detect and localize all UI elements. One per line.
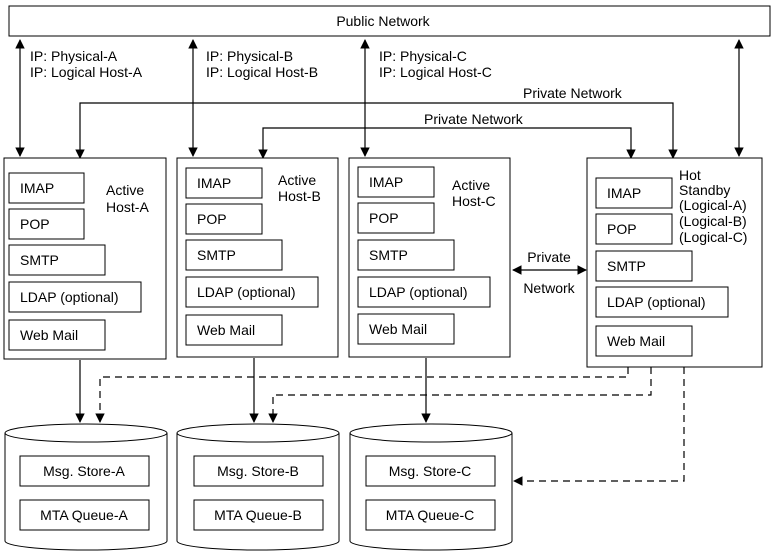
host-b-ldap [185,276,319,308]
standby-link-store-b [268,367,652,423]
host-a-title-1: Active [106,182,144,198]
standby-smtp [595,250,693,282]
ip-logical-b: IP: Logical Host-B [206,64,318,80]
store-a-msg-store [19,455,150,487]
store-c-msg-store-label: Msg. Store-C [389,463,471,479]
store-b-mta-queue [193,499,324,531]
store-a-mta-queue [19,499,150,531]
store-c-mta-queue-label: MTA Queue-C [386,507,474,523]
host-c-webmail-label: Web Mail [369,321,427,337]
standby-pop-label: POP [607,221,637,237]
standby-link-store-a [95,367,629,423]
host-b-webmail-label: Web Mail [197,322,255,338]
host-a-ldap [8,281,142,313]
private-network-outer [75,102,678,159]
host-c-smtp [357,239,455,271]
host-a-smtp [8,244,106,276]
host-c-imap [357,166,435,198]
host-c-imap-label: IMAP [369,174,403,190]
standby-link-store-c [513,367,685,486]
host-b-smtp [185,239,283,271]
host-a-ldap-label: LDAP (optional) [20,289,119,305]
public-network-label: Public Network [336,13,430,29]
standby-imap-label: IMAP [607,185,641,201]
host-a-webmail [8,319,106,351]
host-c-title-2: Host-C [452,193,496,209]
host-b-title-2: Host-B [278,188,321,204]
ip-physical-b: IP: Physical-B [206,48,293,64]
private-network-inner [258,127,636,159]
host-b-title-1: Active [278,172,316,188]
host-b-smtp-label: SMTP [197,247,236,263]
standby-imap [595,177,673,209]
host-c-pop [357,202,435,234]
store-c-mta-queue [365,499,496,531]
host-c-webmail [357,313,455,345]
host-c-ldap [357,276,491,308]
standby-line-1: Hot [679,167,701,183]
host-b-webmail [185,314,283,346]
standby-line-3: (Logical-A) [679,197,747,213]
host-b-pop [185,203,263,235]
host-a-title-2: Host-A [106,199,149,215]
store-c-cylinder [349,423,513,551]
store-b-cylinder [176,423,340,551]
host-a-imap-label: IMAP [20,180,54,196]
host-c-ldap-label: LDAP (optional) [369,284,468,300]
private-side-label-2: Network [523,280,575,296]
standby-webmail-label: Web Mail [607,333,665,349]
standby-webmail [595,325,693,357]
host-b-ldap-label: LDAP (optional) [197,284,296,300]
host-a-pop-label: POP [20,216,50,232]
store-b-msg-store [193,455,324,487]
store-b-mta-queue-label: MTA Queue-B [214,507,302,523]
host-a-smtp-label: SMTP [20,252,59,268]
host-b-imap-label: IMAP [197,175,231,191]
public-network-box [8,5,771,37]
store-a-mta-queue-label: MTA Queue-A [40,507,128,523]
standby-ldap-label: LDAP (optional) [607,294,706,310]
standby-line-2: Standby [679,182,730,198]
standby-smtp-label: SMTP [607,258,646,274]
standby-line-4: (Logical-B) [679,213,747,229]
host-c-smtp-label: SMTP [369,247,408,263]
ip-logical-a: IP: Logical Host-A [30,64,143,80]
store-a-cylinder [4,423,168,551]
private-side-label-1: Private [527,249,571,265]
standby-pop [595,213,673,245]
host-a-webmail-label: Web Mail [20,327,78,343]
host-c-title-1: Active [452,177,490,193]
host-a-pop [8,208,85,240]
private-network-label-inner: Private Network [424,111,524,127]
host-a-imap [8,172,85,204]
host-c-pop-label: POP [369,210,399,226]
host-b-imap [185,167,263,199]
ip-physical-c: IP: Physical-C [379,48,467,64]
store-c-msg-store [365,455,496,487]
standby-line-5: (Logical-C) [679,229,747,245]
store-b-msg-store-label: Msg. Store-B [217,463,299,479]
store-a-msg-store-label: Msg. Store-A [43,463,125,479]
standby-ldap [595,286,729,318]
ip-physical-a: IP: Physical-A [30,48,118,64]
private-network-label-outer: Private Network [523,85,623,101]
host-b-pop-label: POP [197,211,227,227]
ip-logical-c: IP: Logical Host-C [379,64,492,80]
